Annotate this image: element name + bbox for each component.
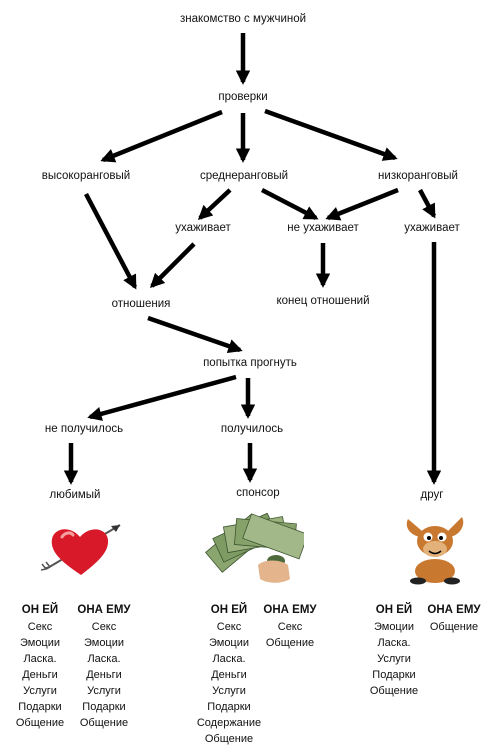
arrow-checks-to-low [264,108,398,161]
column-heading: ОН ЕЙ [210,604,248,616]
list-item: Услуги [212,685,246,697]
list-item: Подарки [82,701,126,713]
friend-he-her-column: ОН ЕЙ Эмоции Ласка. Услуги Подарки Общен… [364,601,424,699]
arrow-checks-to-high [100,109,223,163]
arrow-low-to-notcourts [325,187,399,221]
node-friend: друг [420,489,444,501]
node-checks: проверки [218,91,268,103]
node-mid-not-courts: не ухаживает [287,222,359,234]
arrow-relationship-to-bend [147,315,243,354]
money-fan-icon [205,513,304,583]
column-heading: ОНА ЕМУ [77,604,131,616]
node-low-courts: ухаживает [404,222,460,234]
arrow-mid-to-notcourts [260,188,319,220]
list-item: Секс [27,621,53,633]
column-heading: ОН ЕЙ [375,604,413,616]
arrow-bend-to-failed [87,374,237,421]
list-item: Ласка. [377,637,411,649]
list-item: Содержание [196,717,262,729]
node-end-relationship: конец отношений [276,295,370,307]
friend-she-him-column: ОНА ЕМУ Общение [422,601,486,635]
list-item: Общение [429,621,479,633]
heart-with-arrow-icon [40,524,121,575]
list-item: Общение [265,637,315,649]
column-heading: ОНА ЕМУ [427,604,481,616]
list-item: Деньги [86,669,122,681]
list-item: Эмоции [19,637,61,649]
node-meeting: знакомство с мужчиной [179,13,307,25]
list-item: Деньги [22,669,58,681]
list-item: Услуги [23,685,57,697]
column-heading: ОНА ЕМУ [263,604,317,616]
list-item: Деньги [211,669,247,681]
node-high-rank: высокоранговый [41,170,131,182]
list-item: Секс [277,621,303,633]
sponsor-she-him-column: ОНА ЕМУ Секс Общение [258,601,322,651]
list-item: Эмоции [83,637,125,649]
beloved-she-him-column: ОНА ЕМУ Секс Эмоции Ласка. Деньги Услуги… [72,601,136,731]
sponsor-he-her-column: ОН ЕЙ Секс Эмоции Ласка. Деньги Услуги П… [192,601,266,747]
node-bend-attempt: попытка прогнуть [203,357,297,369]
node-sponsor: спонсор [236,487,280,499]
arrow-high-to-relationship [84,192,137,290]
node-mid-courts: ухаживает [175,222,231,234]
list-item: Ласка. [212,653,246,665]
node-low-rank: низкоранговый [378,170,458,182]
list-item: Услуги [87,685,121,697]
arrow-mid-to-courts [197,188,232,220]
donkey-cartoon-icon [406,517,464,585]
list-item: Общение [79,717,129,729]
node-mid-rank: среднеранговый [199,170,289,182]
list-item: Услуги [377,653,411,665]
arrow-low-to-lowcourts [418,188,436,219]
list-item: Ласка. [87,653,121,665]
list-item: Секс [216,621,242,633]
list-item: Секс [91,621,117,633]
list-item: Подарки [372,669,416,681]
arrow-courts-to-relationship [149,242,196,289]
node-succeeded: получилось [220,423,284,435]
list-item: Общение [369,685,419,697]
list-item: Общение [15,717,65,729]
list-item: Эмоции [208,637,250,649]
node-relationship: отношения [111,298,171,310]
column-heading: ОН ЕЙ [21,604,59,616]
node-failed: не получилось [44,423,124,435]
beloved-he-her-column: ОН ЕЙ Секс Эмоции Ласка. Деньги Услуги П… [14,601,66,731]
list-item: Общение [204,733,254,745]
list-item: Подарки [207,701,251,713]
list-item: Эмоции [373,621,415,633]
list-item: Подарки [18,701,62,713]
node-beloved: любимый [49,489,101,501]
list-item: Ласка. [23,653,57,665]
